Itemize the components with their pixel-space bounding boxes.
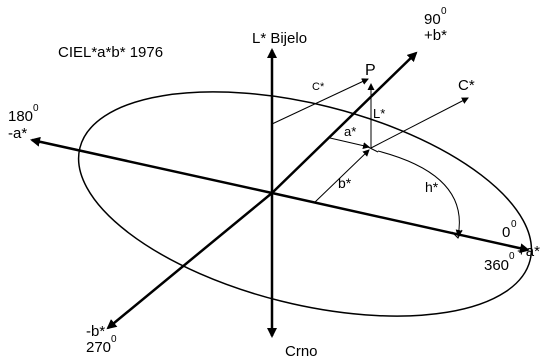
a-component-label: a* [344, 124, 356, 139]
angle-270-degree: 0 [111, 334, 117, 345]
angle-90-degree: 0 [441, 6, 447, 17]
l-axis-bottom-label: Crno [285, 343, 318, 360]
chroma-vector-upper [271, 78, 369, 125]
l-axis-top-label: L* Bijelo [252, 30, 307, 47]
b-positive-label: +b* [424, 27, 447, 44]
a-negative-label: -a* [8, 125, 27, 142]
color-plane-ellipse [77, 91, 533, 317]
b-component-label: b* [338, 175, 352, 191]
b-negative-label: -b* [86, 323, 105, 340]
lightness-small-label: L* [373, 106, 385, 121]
hue-angle-label: h* [425, 179, 439, 195]
hue-angle-arc [377, 150, 463, 237]
b-component-vector [313, 149, 370, 204]
a-component-vector [329, 137, 370, 150]
angle-360-label: 360 [484, 257, 509, 274]
b-axis-negative [106, 192, 273, 330]
angle-0-label: 0 [502, 224, 510, 241]
point-p-label: P [365, 62, 376, 79]
b-axis-positive [271, 51, 418, 194]
chroma-vector-plane [370, 97, 469, 149]
chroma-small-label: C* [312, 81, 325, 93]
a-axis-negative [30, 136, 273, 195]
a-axis-positive [271, 191, 530, 254]
angle-90-label: 90 [424, 11, 441, 28]
angle-180-degree: 0 [33, 103, 39, 114]
a-positive-label: +a* [517, 243, 540, 260]
diagram-title: CIEL*a*b* 1976 [58, 44, 163, 61]
chroma-large-label: C* [458, 77, 475, 94]
angle-0-degree: 0 [511, 219, 517, 230]
angle-180-label: 180 [8, 108, 33, 125]
angle-270-label: 270 [86, 339, 111, 356]
angle-360-degree: 0 [509, 251, 515, 262]
